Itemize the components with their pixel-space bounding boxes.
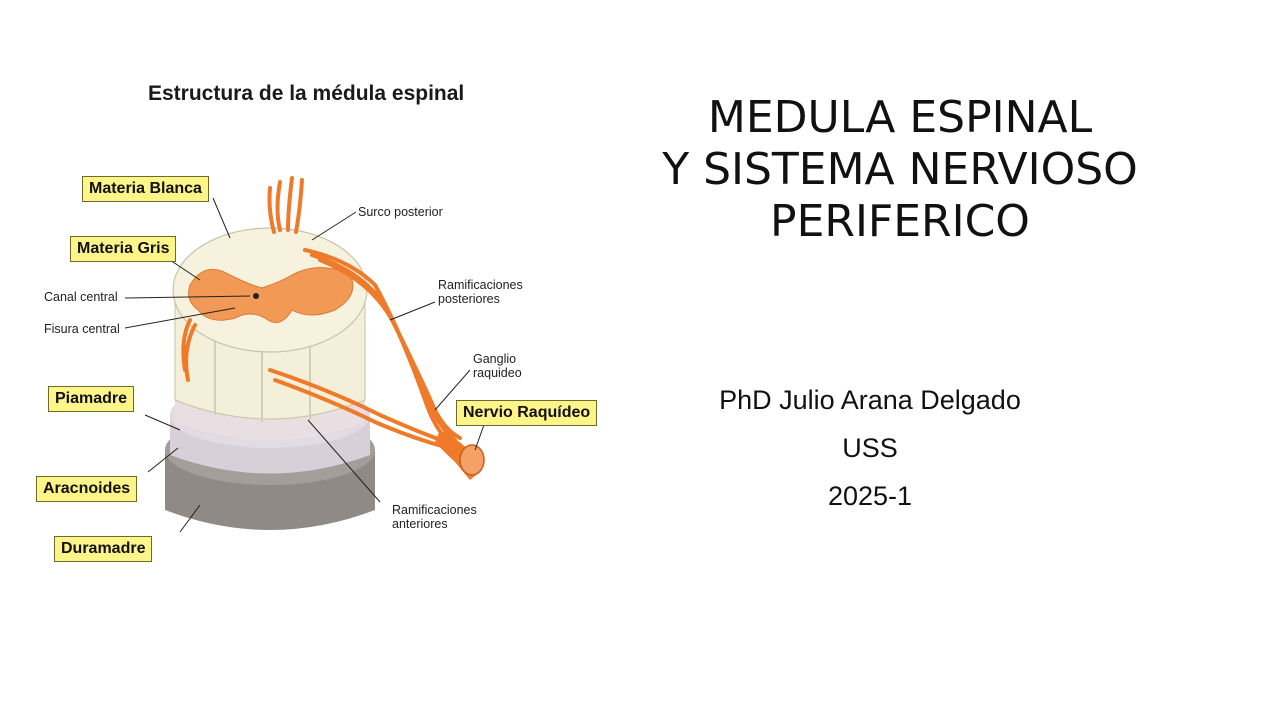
callout-piamadre: Piamadre: [48, 386, 135, 412]
label-ganglio-2: raquideo: [473, 366, 522, 380]
label-ramificaciones-posteriores: Ramificaciones: [438, 278, 523, 292]
slide-subtitle: PhD Julio Arana Delgado USS 2025-1: [640, 380, 1100, 524]
figure-title: Estructura de la médula espinal: [148, 82, 465, 105]
title-line-1: MEDULA ESPINAL: [707, 92, 1093, 143]
nerve-cut: [459, 444, 485, 476]
label-ramificaciones-posteriores-2: posteriores: [438, 292, 500, 306]
callout-nervio-raquideo: Nervio Raquídeo: [456, 400, 598, 426]
callout-duramadre: Duramadre: [54, 536, 153, 562]
spinal-cord-figure: Estructura de la médula espinal Materia …: [30, 70, 620, 580]
label-ganglio: Ganglio: [473, 352, 517, 366]
title-line-2: Y SISTEMA NERVIOSO: [662, 144, 1138, 195]
slide-title: MEDULA ESPINAL Y SISTEMA NERVIOSO PERIFE…: [640, 92, 1160, 248]
label-surco-posterior: Surco posterior: [358, 205, 443, 219]
callout-materia-gris: Materia Gris: [70, 236, 177, 262]
author: PhD Julio Arana Delgado: [719, 385, 1021, 415]
label-fisura-central: Fisura central: [44, 322, 120, 336]
term: 2025-1: [827, 481, 913, 511]
callout-materia-blanca: Materia Blanca: [82, 176, 209, 202]
institution: USS: [842, 433, 898, 463]
spinal-cord-diagram: [124, 176, 486, 533]
title-line-3: PERIFERICO: [770, 196, 1030, 247]
label-ramificaciones-anteriores-2: anteriores: [392, 517, 448, 531]
central-canal: [253, 293, 259, 299]
label-canal-central: Canal central: [44, 290, 118, 304]
callout-aracnoides: Aracnoides: [36, 476, 138, 502]
label-ramificaciones-anteriores: Ramificaciones: [392, 503, 477, 517]
